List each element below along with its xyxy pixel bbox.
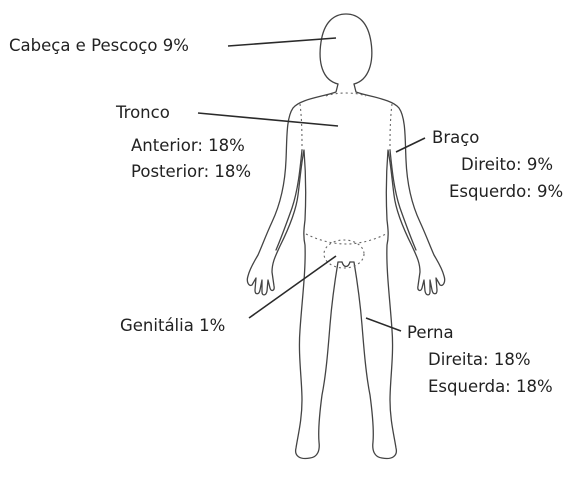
trunk-leader bbox=[198, 113, 338, 126]
arm-left: Esquerdo: 9% bbox=[449, 182, 563, 202]
body-outline bbox=[247, 14, 444, 459]
leg-title: Perna bbox=[407, 323, 454, 343]
head-outline bbox=[320, 14, 372, 84]
head-neck-label: Cabeça e Pescoço 9% bbox=[9, 36, 189, 56]
trunk-title: Tronco bbox=[116, 103, 170, 123]
arm-leader bbox=[396, 138, 425, 152]
right-shoulder-boundary bbox=[390, 104, 392, 150]
leg-right: Direita: 18% bbox=[428, 350, 531, 370]
left-side-outline bbox=[247, 84, 342, 459]
waist-boundary bbox=[306, 234, 386, 244]
leg-leader bbox=[366, 318, 401, 331]
genital-region bbox=[324, 240, 364, 268]
head-neck-leader bbox=[228, 38, 336, 46]
right-side-outline bbox=[350, 84, 445, 459]
arm-right: Direito: 9% bbox=[461, 155, 553, 175]
trunk-posterior: Posterior: 18% bbox=[131, 162, 251, 182]
arm-title: Braço bbox=[432, 128, 479, 148]
trunk-anterior: Anterior: 18% bbox=[131, 136, 245, 156]
leg-left: Esquerda: 18% bbox=[428, 377, 553, 397]
genitalia-label: Genitália 1% bbox=[120, 316, 225, 336]
crotch-outline bbox=[342, 262, 350, 267]
left-shoulder-boundary bbox=[300, 104, 302, 150]
